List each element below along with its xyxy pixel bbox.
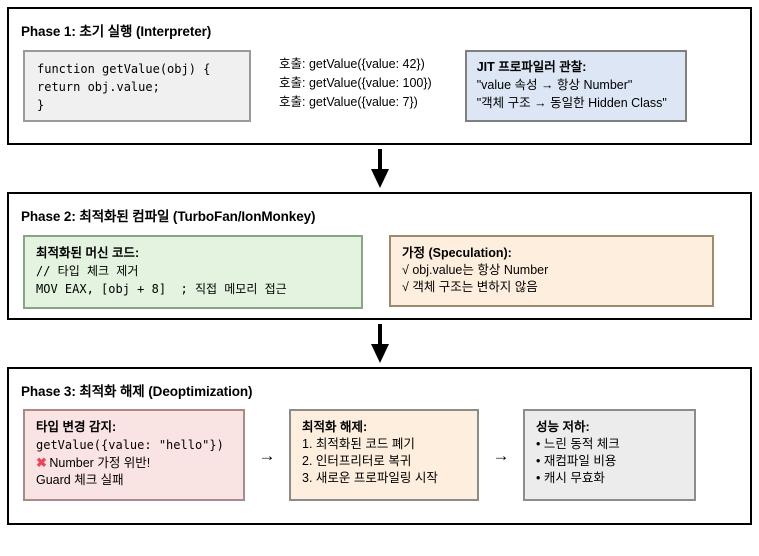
violation-row: ✖ Number 가정 위반! [36,454,233,472]
connector-arrow-1 [7,145,752,192]
jit-observation-2: "객체 구조 → 동일한 Hidden Class" [476,96,667,110]
phase-2-panel: Phase 2: 최적화된 컴파일 (TurboFan/IonMonkey) 최… [7,192,752,320]
performance-degradation-box: 성능 저하: • 느린 동적 체크 • 재컴파일 비용 • 캐시 무효화 [523,409,696,501]
source-code-box: function getValue(obj) { return obj.valu… [23,50,251,122]
deoptimization-step: 1. 최적화된 코드 폐기 [302,437,415,451]
deoptimization-step: 2. 인터프리터로 복귀 [302,454,412,468]
performance-item: • 재컴파일 비용 [536,454,617,468]
machine-code-title: 최적화된 머신 코드: [36,246,140,260]
phase3-arrow-2: → [492,445,510,465]
guard-failure-text: Guard 체크 실패 [36,473,124,487]
down-arrow-icon [370,148,389,188]
violation-text: Number 가정 위반! [49,456,151,470]
type-change-title: 타입 변경 감지: [36,420,117,434]
phase-1-body: function getValue(obj) { return obj.valu… [9,40,750,122]
speculation-item-2: √ 객체 구조는 변하지 않음 [402,280,538,294]
deoptimization-steps-box: 최적화 해제: 1. 최적화된 코드 폐기 2. 인터프리터로 복귀 3. 새로… [289,409,479,501]
jit-profiler-box: JIT 프로파일러 관찰: "value 속성 → 항상 Number" "객체… [464,50,687,122]
type-change-code: getValue({value: "hello"}) [36,438,224,452]
machine-code-line-2: MOV EAX, [obj + 8] ; 직접 메모리 접근 [36,282,287,296]
speculation-box: 가정 (Speculation): √ obj.value는 항상 Number… [389,235,714,307]
call-item: 호출: getValue({value: 42}) [279,57,425,71]
x-mark-icon: ✖ [36,455,47,470]
jit-profiler-title: JIT 프로파일러 관찰: [476,60,587,74]
down-arrow-icon [370,323,389,363]
phase-1-panel: Phase 1: 초기 실행 (Interpreter) function ge… [7,7,752,145]
phase3-arrow-1: → [258,445,276,465]
phase-1-title: Phase 1: 초기 실행 (Interpreter) [21,24,212,39]
phase-3-title: Phase 3: 최적화 해제 (Deoptimization) [21,384,253,399]
optimized-machine-code-box: 최적화된 머신 코드: // 타입 체크 제거 MOV EAX, [obj + … [23,235,363,309]
deoptimization-title: 최적화 해제: [302,420,368,434]
phase-3-body: 타입 변경 감지: getValue({value: "hello"}) ✖ N… [9,400,750,501]
speculation-title: 가정 (Speculation): [402,246,512,260]
performance-item: • 캐시 무효화 [536,471,605,485]
code-line-1: function getValue(obj) { [37,62,211,76]
deoptimization-step: 3. 새로운 프로파일링 시작 [302,471,438,485]
machine-code-line-1: // 타입 체크 제거 [36,264,139,278]
phase-2-title: Phase 2: 최적화된 컴파일 (TurboFan/IonMonkey) [21,209,316,224]
phase-2-body: 최적화된 머신 코드: // 타입 체크 제거 MOV EAX, [obj + … [9,225,750,309]
code-line-3: } [37,98,45,112]
call-item: 호출: getValue({value: 7}) [279,95,418,109]
performance-title: 성능 저하: [536,420,590,434]
performance-item: • 느린 동적 체크 [536,437,620,451]
type-change-detection-box: 타입 변경 감지: getValue({value: "hello"}) ✖ N… [23,409,245,501]
jit-observation-1: "value 속성 → 항상 Number" [476,78,633,92]
speculation-item-1: √ obj.value는 항상 Number [402,263,549,277]
call-item: 호출: getValue({value: 100}) [279,76,432,90]
connector-arrow-2 [7,320,752,367]
code-line-2: return obj.value; [37,80,160,94]
phase-3-panel: Phase 3: 최적화 해제 (Deoptimization) 타입 변경 감… [7,367,752,525]
call-list: 호출: getValue({value: 42}) 호출: getValue({… [279,50,432,112]
